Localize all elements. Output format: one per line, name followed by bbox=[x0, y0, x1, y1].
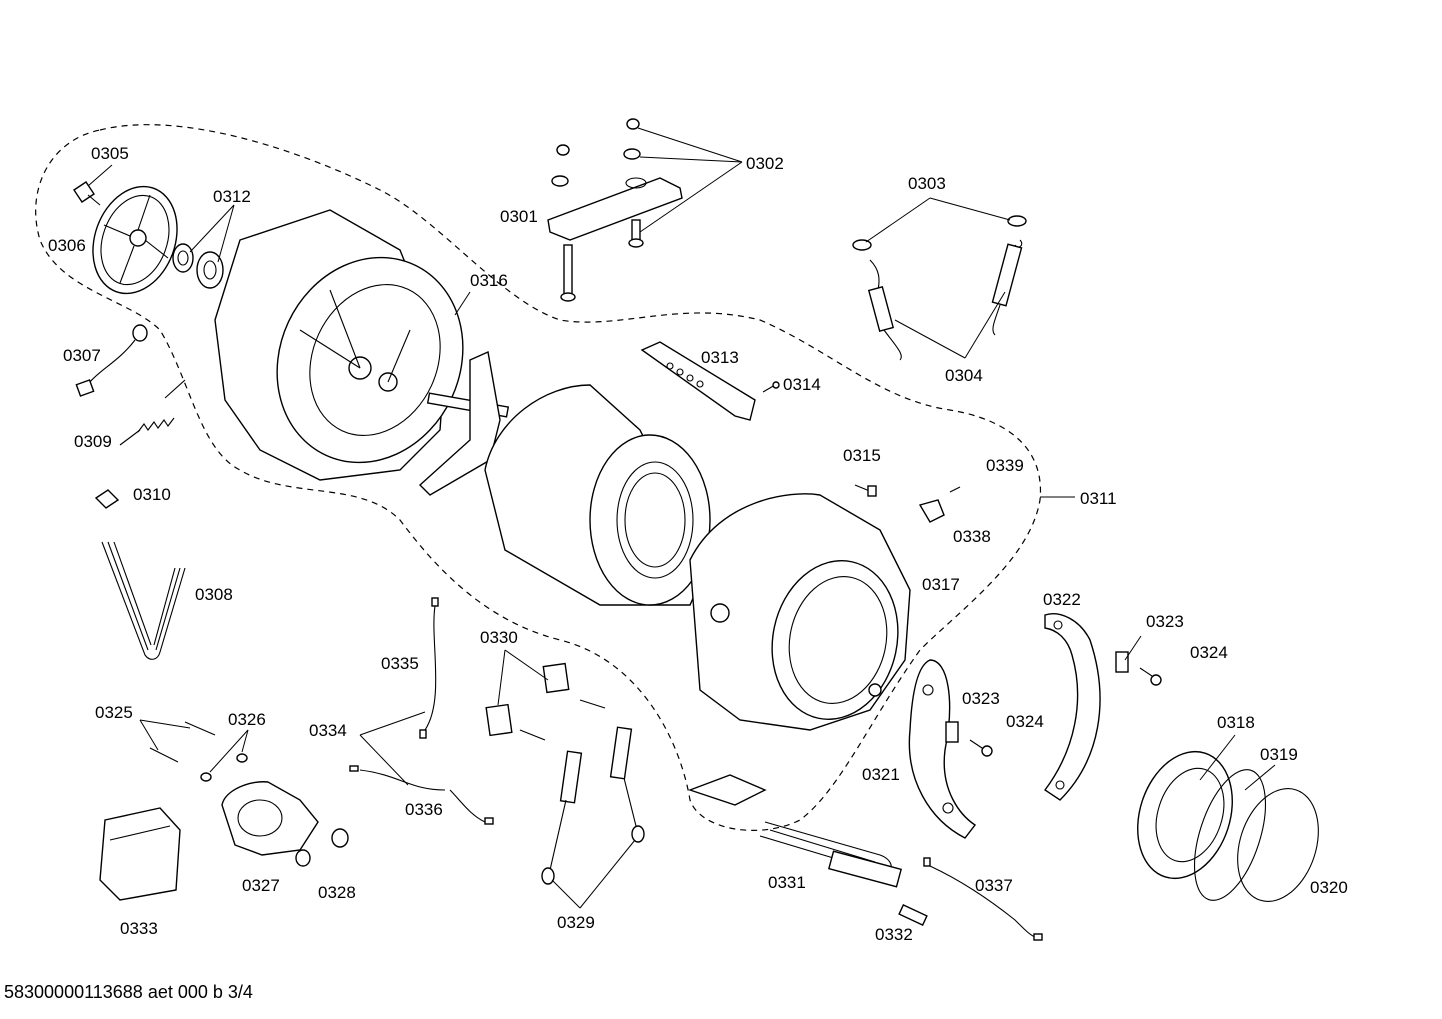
screw-part-0305 bbox=[73, 181, 101, 206]
label-0301: 0301 bbox=[500, 207, 538, 226]
label-0324-upper: 0324 bbox=[1190, 643, 1228, 662]
drum-spider-cross bbox=[418, 350, 510, 496]
heater-part-0331 bbox=[759, 821, 902, 888]
bush-part-0328 bbox=[295, 828, 349, 867]
screw-part-0325 bbox=[149, 721, 216, 763]
label-0318: 0318 bbox=[1217, 713, 1255, 732]
clamp-ring-part-0320 bbox=[1237, 788, 1319, 902]
label-0310: 0310 bbox=[133, 485, 171, 504]
door-seal-part-0318 bbox=[1137, 750, 1233, 880]
shock-absorber-part-0329 bbox=[541, 726, 645, 885]
clamp-ring-part-0319 bbox=[1194, 769, 1266, 901]
drum-part bbox=[484, 384, 711, 606]
control-module-part-0333 bbox=[99, 807, 181, 901]
label-0331: 0331 bbox=[768, 873, 806, 892]
label-0305: 0305 bbox=[91, 144, 129, 163]
nut-washer-part-0302 bbox=[551, 118, 641, 187]
label-0312: 0312 bbox=[213, 187, 251, 206]
label-0335: 0335 bbox=[381, 654, 419, 673]
label-0336: 0336 bbox=[405, 800, 443, 819]
clip-part-0310 bbox=[94, 489, 120, 509]
plate-part-0323 bbox=[945, 651, 1129, 743]
label-0315: 0315 bbox=[843, 446, 881, 465]
label-0338: 0338 bbox=[953, 527, 991, 546]
label-0314: 0314 bbox=[783, 375, 821, 394]
label-0316: 0316 bbox=[470, 271, 508, 290]
label-0323-lower: 0323 bbox=[962, 689, 1000, 708]
label-0306: 0306 bbox=[48, 236, 86, 255]
counterweight-block-part-0330 bbox=[485, 662, 606, 741]
screw-part-0315 bbox=[854, 484, 877, 497]
document-footer-code: 58300000113688 aet 000 b 3/4 bbox=[4, 982, 253, 1002]
counterweight-part-0322 bbox=[1043, 613, 1101, 801]
sensor-part-0307 bbox=[75, 324, 148, 397]
label-0320: 0320 bbox=[1310, 878, 1348, 897]
wire-part-0337 bbox=[923, 857, 1043, 941]
spring-part-0304 bbox=[867, 239, 1023, 361]
washer-part-0303 bbox=[852, 215, 1027, 251]
label-0325: 0325 bbox=[95, 703, 133, 722]
front-tub-part-0317 bbox=[689, 493, 911, 731]
sensor-part-0332 bbox=[898, 904, 928, 926]
counterweight-part-0321 bbox=[908, 659, 977, 839]
part-labels: 0301 0302 0303 0304 0305 0306 0307 0308 … bbox=[48, 144, 1348, 944]
bolt-part-0324 bbox=[969, 667, 1162, 757]
rear-tub-part-0316 bbox=[214, 209, 464, 481]
label-0337: 0337 bbox=[975, 876, 1013, 895]
label-0322: 0322 bbox=[1043, 590, 1081, 609]
label-0317: 0317 bbox=[922, 575, 960, 594]
label-0313: 0313 bbox=[701, 348, 739, 367]
screw-part-0326 bbox=[200, 753, 248, 782]
bearing-part-0312 bbox=[172, 243, 224, 289]
label-0330: 0330 bbox=[480, 628, 518, 647]
label-0333: 0333 bbox=[120, 919, 158, 938]
label-0332: 0332 bbox=[875, 925, 913, 944]
pulley-wheel-part-0306 bbox=[92, 185, 178, 295]
screw-part-0314 bbox=[762, 381, 780, 393]
assembly-boundary-line bbox=[35, 124, 1042, 831]
label-0308: 0308 bbox=[195, 585, 233, 604]
spring-part-0309 bbox=[119, 379, 186, 446]
leader-lines bbox=[87, 127, 1276, 909]
label-0327: 0327 bbox=[242, 876, 280, 895]
bracket-part-0338 bbox=[918, 499, 945, 523]
hinge-bracket-part bbox=[687, 774, 767, 806]
label-0302: 0302 bbox=[746, 154, 784, 173]
label-0311: 0311 bbox=[1080, 489, 1117, 508]
label-0328: 0328 bbox=[318, 883, 356, 902]
label-0339: 0339 bbox=[986, 456, 1024, 475]
drive-belt-part-0308 bbox=[101, 541, 186, 660]
label-0309: 0309 bbox=[74, 432, 112, 451]
label-0307: 0307 bbox=[63, 346, 101, 365]
bracket-part-0301 bbox=[547, 177, 683, 302]
motor-part-0327 bbox=[221, 781, 319, 856]
label-0321: 0321 bbox=[862, 765, 900, 784]
label-0329: 0329 bbox=[557, 913, 595, 932]
label-0334: 0334 bbox=[309, 721, 347, 740]
wire-part-0335 bbox=[419, 597, 439, 739]
label-0326: 0326 bbox=[228, 710, 266, 729]
label-0319: 0319 bbox=[1260, 745, 1298, 764]
screw-part-0339 bbox=[949, 486, 961, 493]
label-0303: 0303 bbox=[908, 174, 946, 193]
weight-beam-part-0313 bbox=[640, 341, 756, 421]
label-0324-lower: 0324 bbox=[1006, 712, 1044, 731]
label-0304: 0304 bbox=[945, 366, 983, 385]
label-0323-upper: 0323 bbox=[1146, 612, 1184, 631]
